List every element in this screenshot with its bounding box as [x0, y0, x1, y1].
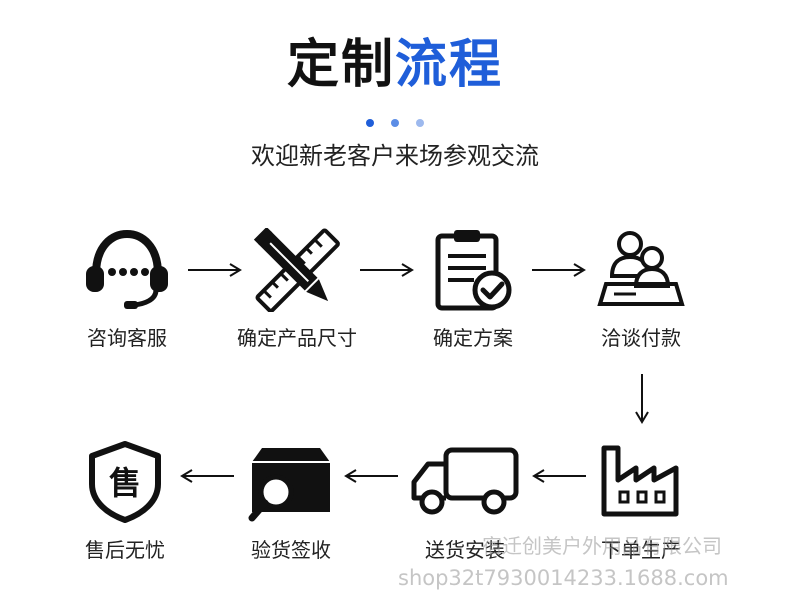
- step-production: 下单生产: [556, 440, 726, 564]
- title-dark-part: 定制: [286, 35, 395, 95]
- step-consult: 咨询客服: [42, 228, 212, 352]
- dot-3: [416, 119, 425, 127]
- arrow-down: [635, 374, 649, 424]
- pencil-ruler-icon: [253, 228, 340, 312]
- clipboard-check-icon: [435, 230, 512, 311]
- step-payment: 洽谈付款: [556, 228, 726, 352]
- step-plan: 确定方案: [388, 228, 558, 352]
- shield-glyph: 售: [109, 464, 141, 502]
- dot-1: [365, 119, 374, 127]
- watermark-shop: shop32t7930014233.1688.com: [398, 566, 729, 590]
- step-size: 确定产品尺寸: [212, 228, 382, 352]
- subtitle: 欢迎新老客户来场参观交流: [251, 142, 539, 170]
- step-inspection: 验货签收: [206, 440, 376, 564]
- step-label: 洽谈付款: [601, 326, 681, 350]
- step-aftersales: 售 售后无忧: [40, 440, 210, 564]
- step-label: 确定方案: [433, 326, 513, 350]
- step-label: 咨询客服: [87, 326, 167, 350]
- page-title: 定制流程: [0, 30, 790, 100]
- arrow-right-2: [360, 263, 414, 277]
- factory-icon: [601, 445, 679, 517]
- arrow-right-1: [188, 263, 242, 277]
- step-label: 验货签收: [251, 538, 331, 562]
- step-label: 售后无忧: [85, 538, 165, 562]
- arrow-left-3: [180, 469, 234, 483]
- title-blue-part: 流程: [395, 35, 504, 95]
- arrow-left-2: [344, 469, 398, 483]
- watermark-company: 宿迁创美户外用品有限公司: [482, 534, 722, 558]
- arrow-left-1: [532, 469, 586, 483]
- step-label: 送货安装: [425, 538, 505, 562]
- title-dots: [0, 112, 790, 131]
- step-label: 下单生产: [601, 538, 681, 562]
- step-delivery: 送货安装: [380, 440, 550, 564]
- arrow-right-3: [532, 263, 586, 277]
- users-meeting-icon: [597, 231, 685, 306]
- truck-icon: [411, 447, 519, 515]
- box-inspect-icon: [248, 448, 330, 522]
- headset-icon: [86, 229, 168, 309]
- dot-2: [391, 119, 399, 127]
- shield-sale-icon: 售: [89, 441, 161, 523]
- step-label: 确定产品尺寸: [237, 326, 357, 350]
